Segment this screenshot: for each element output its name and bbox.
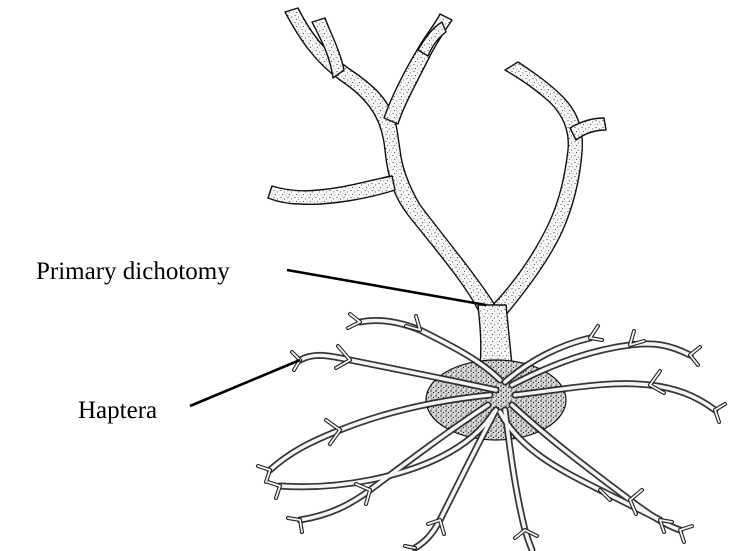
- stipe-left-branch: [284, 7, 499, 319]
- label-haptera: Haptera: [78, 397, 158, 424]
- leader-line-primary-dichotomy: [286, 268, 487, 307]
- haptera-twigs-inner: [257, 313, 726, 549]
- haptera-branches-inner: [268, 318, 717, 551]
- leader-line-haptera: [189, 358, 301, 408]
- stipe-right-branch: [485, 61, 584, 323]
- stipe: [267, 7, 607, 366]
- stipe-top-twig: [417, 21, 447, 57]
- stipe-left-fork: [311, 17, 345, 79]
- label-primary-dichotomy: Primary dichotomy: [36, 258, 230, 285]
- stipe-left-stub: [267, 175, 396, 206]
- stipe-trunk: [477, 304, 513, 366]
- haptera-mass: [256, 312, 727, 551]
- stipe-right-stub: [569, 117, 607, 141]
